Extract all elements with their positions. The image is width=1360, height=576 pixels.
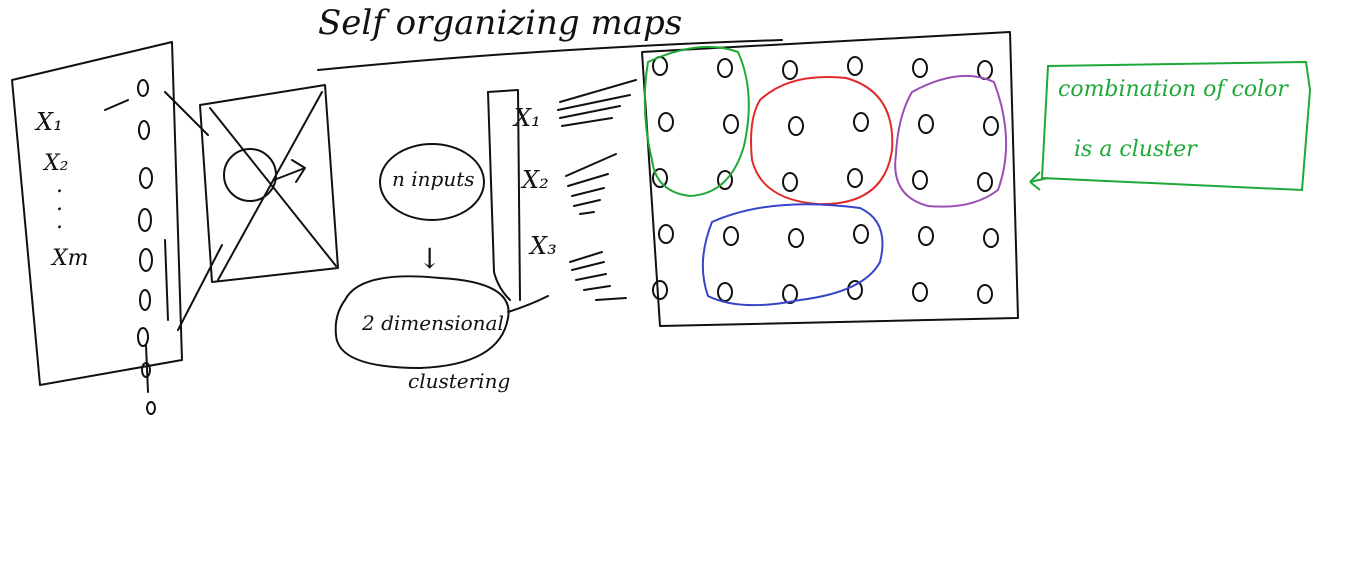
note-box	[1040, 60, 1312, 192]
map-node	[912, 58, 928, 78]
cluster-note: combination of color is a cluster	[1029, 60, 1312, 192]
map-node	[782, 284, 798, 304]
map-node	[652, 168, 668, 188]
map-nodes	[652, 56, 999, 304]
map-node	[983, 228, 999, 248]
connector-line-bottom	[177, 244, 223, 331]
som-map	[641, 31, 1019, 327]
map-node	[853, 112, 869, 132]
bubble-n-inputs	[379, 143, 485, 221]
map-node	[658, 112, 674, 132]
input-panel: X₁ X₂ . . . Xm	[11, 41, 183, 415]
concept-diagram: n inputs ↓ 2 dimensional clustering	[334, 143, 549, 393]
map-node	[782, 60, 798, 80]
map-border	[641, 31, 1019, 327]
map-node	[977, 60, 993, 80]
bubble-2d	[334, 275, 510, 369]
concept-arrow: ↓	[418, 242, 441, 275]
cluster-red	[750, 75, 894, 206]
map-node	[983, 116, 999, 136]
feature-label-x3: X₃	[528, 232, 557, 260]
title-underline	[317, 39, 783, 71]
input-label-x1: X₁	[34, 108, 63, 136]
map-node	[847, 280, 863, 300]
cluster-purple	[894, 74, 1008, 208]
map-node	[912, 170, 928, 190]
feature-label-x1: X₁	[512, 104, 541, 132]
clustering-label: clustering	[408, 369, 510, 393]
map-node	[912, 282, 928, 302]
map-node	[717, 282, 733, 302]
cluster-blue	[701, 203, 884, 307]
map-node	[977, 172, 993, 192]
crossed-box	[199, 84, 339, 283]
map-node	[717, 58, 733, 78]
note-arrow	[1029, 171, 1049, 191]
cluster-green	[643, 45, 750, 198]
map-node	[847, 56, 863, 76]
input-label-xm: Xm	[50, 246, 89, 271]
input-label-dot-2: .	[56, 191, 63, 216]
note-line-2: is a cluster	[1074, 137, 1198, 162]
map-node	[723, 114, 739, 134]
map-node	[788, 116, 804, 136]
map-node	[918, 226, 934, 246]
page-title: Self organizing maps	[318, 3, 682, 43]
map-node	[723, 226, 739, 246]
neuron-column	[104, 79, 169, 415]
map-node	[977, 284, 993, 304]
map-node	[788, 228, 804, 248]
feature-input-panel: X₁ X₂ X₃	[487, 79, 637, 301]
input-label-dot-3: .	[56, 209, 63, 234]
map-node	[847, 168, 863, 188]
map-node	[853, 224, 869, 244]
note-line-1: combination of color	[1058, 77, 1289, 102]
input-label-x2: X₂	[42, 151, 68, 176]
map-node	[652, 280, 668, 300]
map-node	[782, 172, 798, 192]
bubble-n-inputs-label: n inputs	[392, 167, 475, 191]
bubble-2d-label: 2 dimensional	[361, 311, 504, 335]
feature-label-x2: X₂	[520, 166, 549, 194]
input-label-dot-1: .	[56, 173, 63, 198]
map-node	[717, 170, 733, 190]
map-node	[918, 114, 934, 134]
map-node	[658, 224, 674, 244]
